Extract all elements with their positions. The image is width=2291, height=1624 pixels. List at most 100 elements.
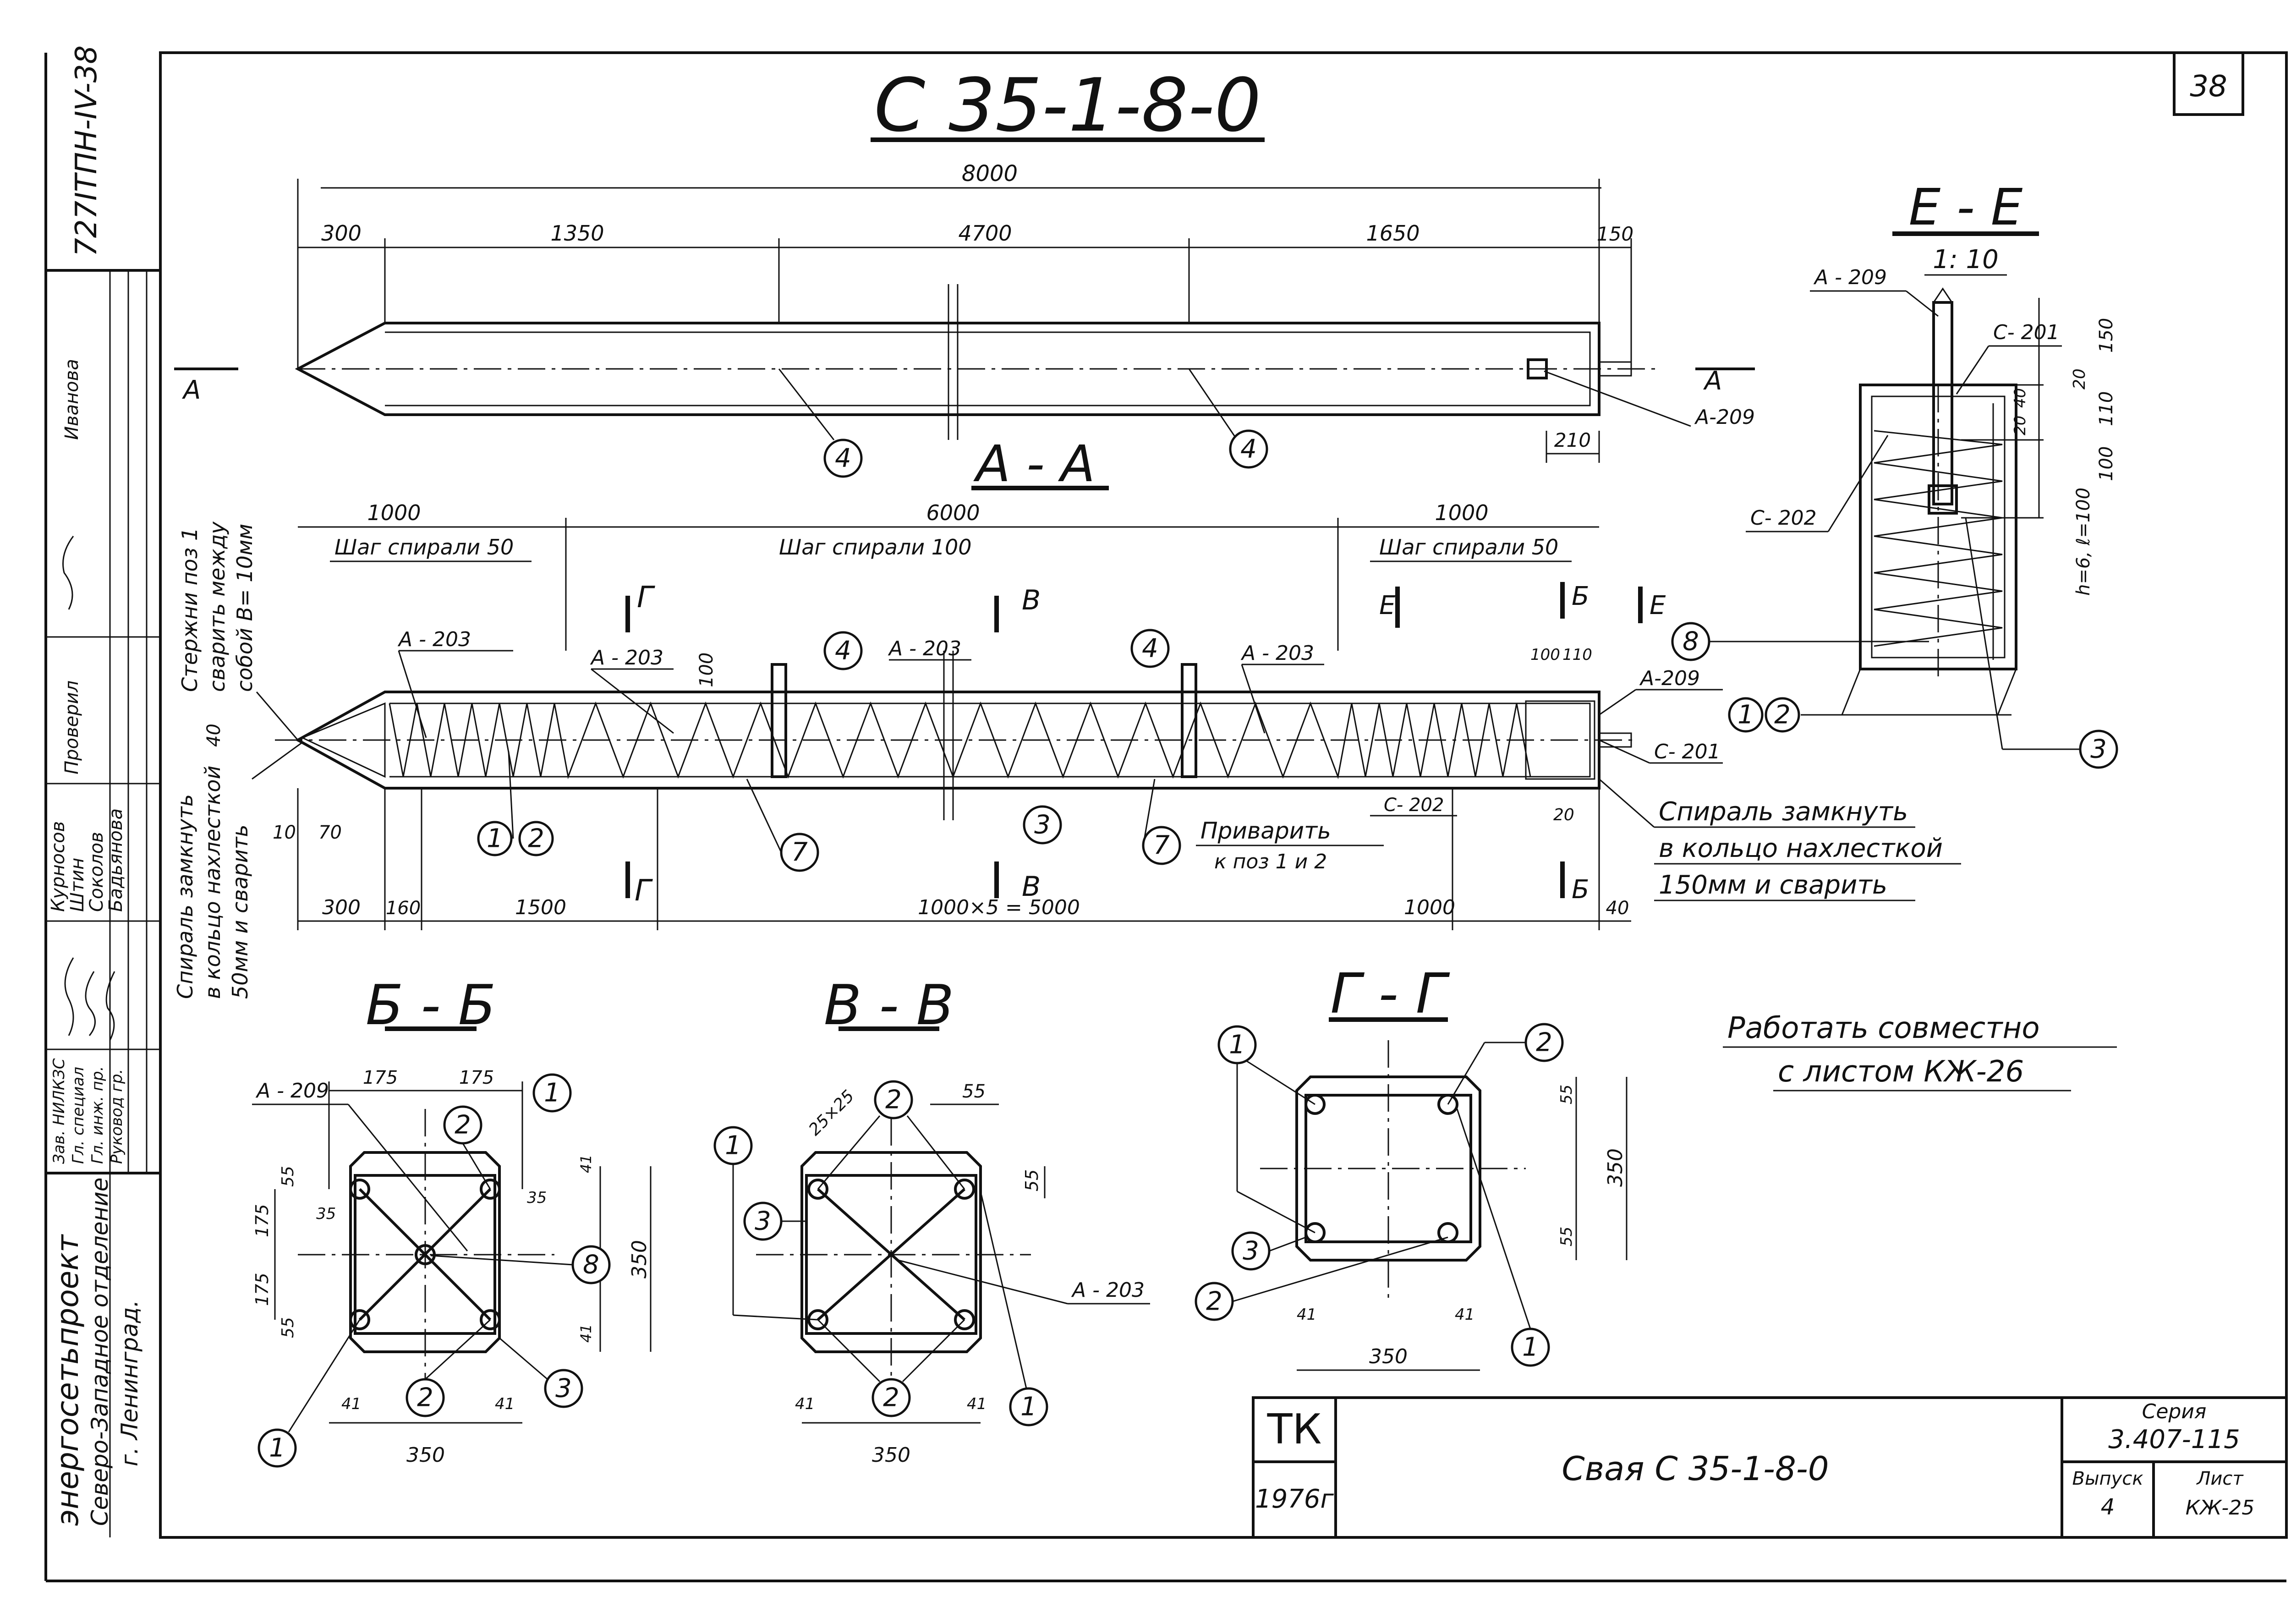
aa-dim-40: 40 xyxy=(203,724,225,747)
svg-text:4: 4 xyxy=(835,636,851,666)
callout-1-gg-top: 1 xyxy=(1217,1025,1257,1064)
stamp-issue-label: Выпуск xyxy=(2072,1468,2143,1489)
stamp-name-3: Соколов xyxy=(86,832,107,912)
dim-seg5: 150 xyxy=(1597,223,1633,245)
stamp-series-label: Серия xyxy=(2142,1400,2207,1423)
aa-dim-6: 40 xyxy=(1606,898,1629,919)
bb-dim-55a: 55 xyxy=(279,1166,297,1187)
vv-dim-41a: 41 xyxy=(795,1395,815,1413)
signature-3 xyxy=(105,971,115,1041)
ee-label-bar: h=6, ℓ=100 xyxy=(2073,488,2094,596)
left-note-bars-1: Стержни поз 1 xyxy=(177,527,202,692)
bb-dim-35b: 35 xyxy=(527,1189,547,1207)
svg-text:2: 2 xyxy=(1206,1287,1222,1317)
view-ee: Е - Е 1: 10 150 20 40 110 20 100 А - 209… xyxy=(1671,178,2118,769)
zone-left: 1000 xyxy=(367,500,421,525)
stamp-role-1: Зав. НИЛКЗС xyxy=(50,1058,68,1164)
callout-4-c: 4 xyxy=(823,631,863,670)
stamp-name-2: Штин xyxy=(67,858,88,912)
stamp-series-value: 3.407-115 xyxy=(2108,1425,2240,1454)
callout-1-vv-left: 1 xyxy=(713,1126,753,1165)
section-gg-title: Г - Г xyxy=(1330,962,1450,1026)
svg-text:1: 1 xyxy=(1229,1030,1245,1060)
cut-g-bottom: Г xyxy=(635,874,653,908)
svg-text:8: 8 xyxy=(1683,627,1699,657)
aa-dim-2: 160 xyxy=(386,898,421,919)
aa-dim-100: 100 xyxy=(696,653,717,687)
pitch-right: Шаг спирали 50 xyxy=(1379,535,1558,560)
side-code: 727ITПH-IV-38 xyxy=(70,45,104,257)
section-mark-left: А xyxy=(182,375,201,405)
aa-label-c202: С- 202 xyxy=(1384,795,1444,816)
title-block: ТК 1976г Свая С 35-1-8-0 Серия 3.407-115… xyxy=(1252,1396,2288,1539)
weld-note-2: к поз 1 и 2 xyxy=(1214,850,1327,873)
left-note-spiral-2: в кольцо нахлесткой xyxy=(200,766,225,999)
callout-3-bb: 3 xyxy=(544,1369,583,1408)
bb-dim-41c: 41 xyxy=(341,1395,361,1413)
aa-dim-10: 10 xyxy=(273,822,296,843)
callout-7-a: 7 xyxy=(780,833,819,872)
callout-2-gg-bottom: 2 xyxy=(1195,1282,1234,1321)
stamp-role-3: Гл. инж. пр. xyxy=(88,1066,107,1164)
signature-4 xyxy=(62,536,74,610)
ee-dim-150: 150 xyxy=(2096,318,2117,353)
gg-dim-41a: 41 xyxy=(1297,1306,1316,1324)
callout-4-d: 4 xyxy=(1130,629,1170,668)
ee-dim-20b: 20 xyxy=(2011,416,2029,435)
stamp-issue-value: 4 xyxy=(2101,1494,2115,1520)
pitch-left: Шаг спирали 50 xyxy=(334,535,514,560)
vv-dim-350: 350 xyxy=(872,1443,910,1467)
gg-dim-350v: 350 xyxy=(1604,1148,1627,1187)
aa-label-a203-1: А - 203 xyxy=(397,628,471,651)
svg-text:3: 3 xyxy=(555,1374,572,1404)
cut-b-top: Б xyxy=(1572,582,1589,611)
callout-1-aa: 1 xyxy=(477,821,513,856)
stamp-year: 1976г xyxy=(1255,1484,1334,1514)
callout-2-vv-top: 2 xyxy=(874,1080,913,1119)
cut-v-top: В xyxy=(1022,584,1041,616)
left-note-bars-3: собой В= 10мм xyxy=(232,524,257,692)
vv-dim-55a: 55 xyxy=(962,1081,986,1102)
callout-2-gg-top: 2 xyxy=(1524,1023,1564,1062)
bb-dim-350h: 350 xyxy=(406,1443,445,1467)
callout-2-bb-top: 2 xyxy=(443,1105,482,1145)
gg-dim-350h: 350 xyxy=(1369,1345,1408,1368)
callout-1-bb-top: 1 xyxy=(532,1073,572,1113)
callout-8-bb: 8 xyxy=(571,1245,611,1284)
work-note-2: с листом КЖ-26 xyxy=(1778,1055,2024,1089)
bb-dim-41a: 41 xyxy=(577,1154,595,1173)
ee-label-c202: С- 202 xyxy=(1750,506,1817,530)
svg-text:8: 8 xyxy=(583,1250,599,1280)
stamp-tk: ТК xyxy=(1267,1405,1322,1454)
stamp-list-value: КЖ-25 xyxy=(2186,1496,2255,1520)
weld-note-1: Приварить xyxy=(1200,817,1331,844)
svg-text:1: 1 xyxy=(487,824,503,854)
stamp-name: Свая С 35-1-8-0 xyxy=(1562,1449,1829,1488)
vv-note-25x25: 25×25 xyxy=(805,1086,858,1139)
svg-text:1: 1 xyxy=(725,1131,741,1161)
cut-g-top: Г xyxy=(637,581,655,614)
stamp-name-4: Бадьянова xyxy=(105,808,126,912)
ee-dim-110: 110 xyxy=(2096,391,2117,426)
svg-text:7: 7 xyxy=(791,838,808,867)
callout-3-ee: 3 xyxy=(2079,730,2118,769)
callout-1-gg-bottom: 1 xyxy=(1511,1328,1550,1367)
callout-4-b: 4 xyxy=(1229,429,1268,469)
cut-e-mid: Е xyxy=(1379,591,1396,620)
callout-1-vv-right: 1 xyxy=(1009,1387,1048,1426)
pile-elevation: 8000 300 1350 4700 1650 150 210 А А А-20… xyxy=(174,161,1755,478)
svg-text:2: 2 xyxy=(528,824,544,854)
cut-v-bottom: В xyxy=(1022,871,1041,903)
pitch-mid: Шаг спирали 100 xyxy=(779,535,972,560)
callout-2-aa: 2 xyxy=(518,821,554,856)
callout-3-gg: 3 xyxy=(1231,1231,1271,1271)
section-vv: В - В 55 55 41 41 350 25×25 А - 203 2 1 … xyxy=(713,974,1150,1467)
signature-1 xyxy=(64,957,74,1036)
bb-dim-175c: 175 xyxy=(252,1204,272,1237)
vv-label-a203: А - 203 xyxy=(1071,1278,1145,1302)
svg-text:3: 3 xyxy=(755,1207,771,1236)
bb-label-a209: А - 209 xyxy=(255,1079,329,1103)
spiral-note-1: Спираль замкнуть xyxy=(1659,797,1908,827)
ee-label-c201: С- 201 xyxy=(1993,321,2060,344)
